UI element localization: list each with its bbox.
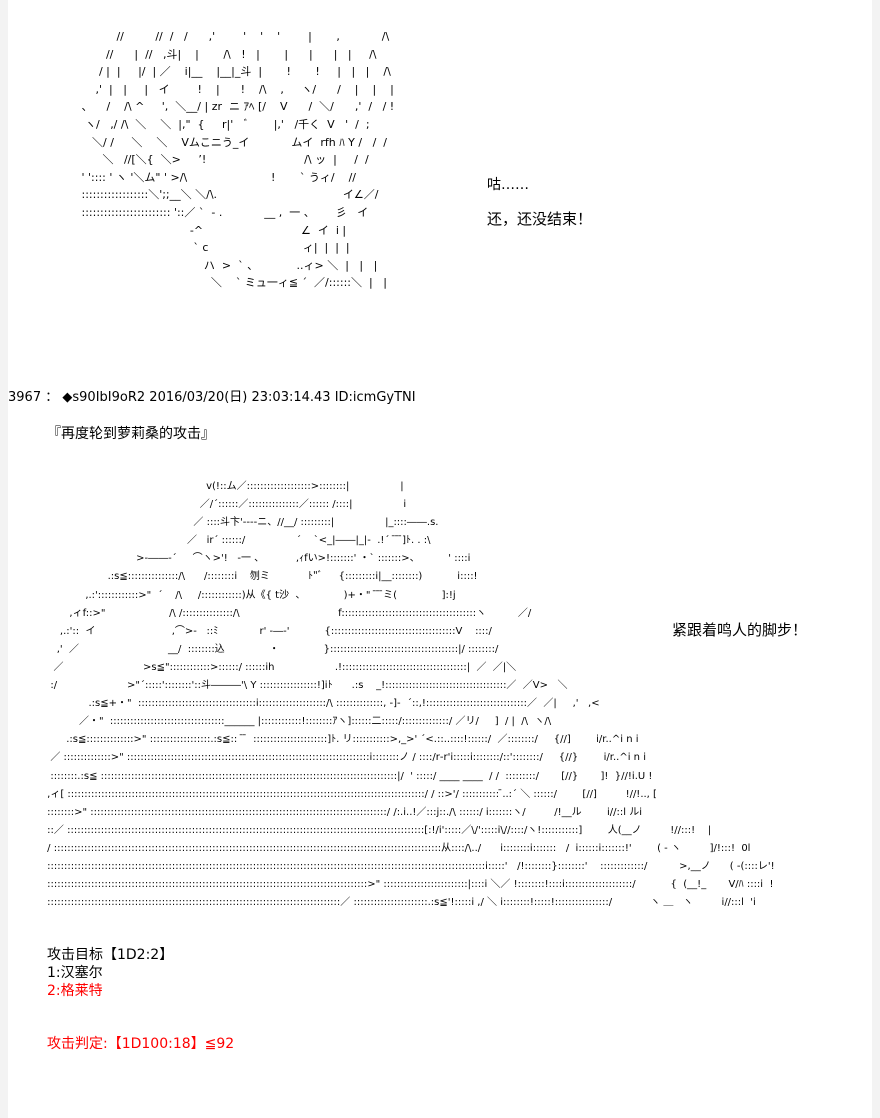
ascii-art-top: // // / / ,' ' ' ' | , /\ // | // ,斗| | … [81, 30, 395, 290]
post-number: 3967 [8, 390, 42, 405]
dialogue-line-3: 紧跟着鸣人的脚步！ [672, 621, 808, 639]
post-header: 3967 ： ◆s90IbI9oR2 2016/03/20(日) 23:03:1… [8, 386, 416, 405]
dialogue-line-2: 还，还没结束！ [487, 210, 593, 228]
attack-judgement: 攻击判定:【1D100:18】≦92 [47, 1036, 235, 1052]
post-trip: ◆s90IbI9oR2 [62, 390, 146, 405]
left-margin-strip [0, 0, 8, 1118]
ascii-art-bottom: v(!::ム／:::::::::::::::::::>::::::::| | ／… [47, 481, 775, 909]
attack-target-option-2: 2:格莱特 [47, 983, 103, 999]
right-margin-strip [872, 0, 880, 1118]
dialogue-line-1: 咕…… [487, 177, 529, 193]
attack-target-option-1: 1:汉塞尔 [47, 965, 103, 981]
post-title: 『再度轮到萝莉桑的攻击』 [47, 426, 215, 442]
post-datetime: 2016/03/20(日) 23:03:14.43 [149, 390, 331, 405]
post-id: ID:icmGyTNI [334, 390, 416, 405]
attack-target-title: 攻击目标【1D2:2】 [47, 947, 174, 963]
post-separator: ： [45, 390, 59, 405]
